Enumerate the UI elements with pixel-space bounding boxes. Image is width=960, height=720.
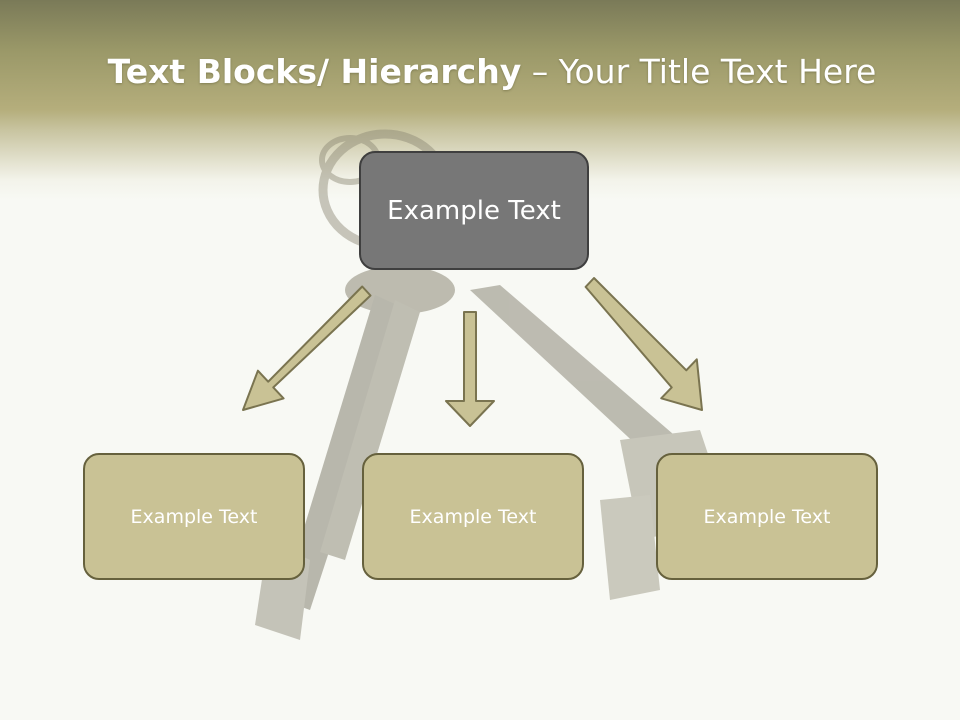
arrow-middle — [445, 311, 495, 427]
child-box-left-label: Example Text — [130, 505, 258, 528]
child-box-right-label: Example Text — [703, 505, 831, 528]
title-bold: Text Blocks/ Hierarchy — [107, 52, 522, 91]
child-box-middle-label: Example Text — [409, 505, 537, 528]
arrow-left — [242, 285, 372, 411]
root-box: Example Text — [359, 151, 589, 270]
arrow-right — [584, 277, 703, 411]
child-box-middle: Example Text — [362, 453, 584, 580]
child-box-right: Example Text — [656, 453, 878, 580]
slide-title: Text Blocks/ Hierarchy – Your Title Text… — [0, 52, 960, 91]
title-rest: – Your Title Text Here — [521, 52, 877, 91]
child-box-left: Example Text — [83, 453, 305, 580]
root-box-label: Example Text — [387, 195, 561, 226]
